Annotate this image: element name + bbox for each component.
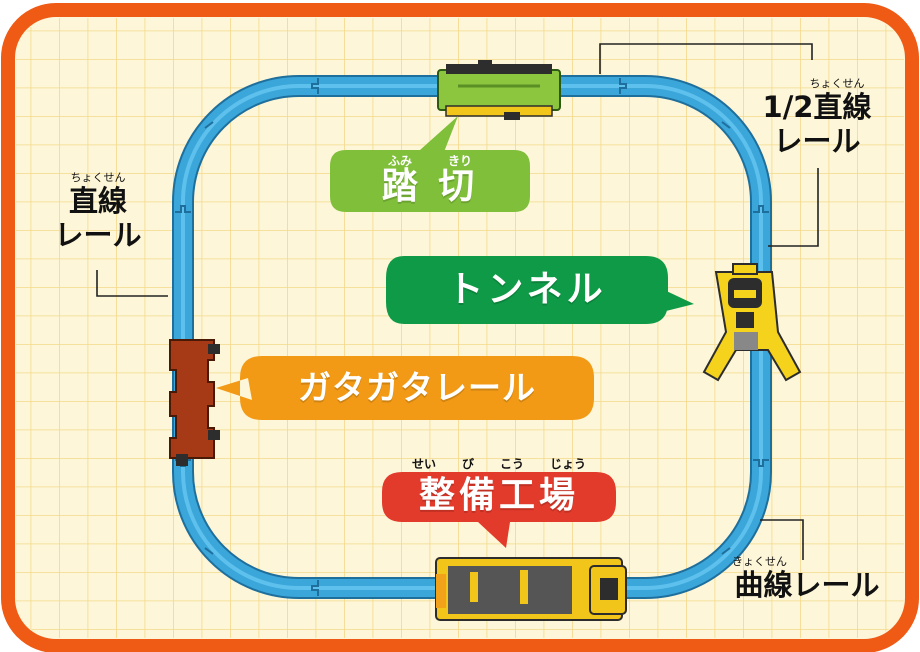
leader-straight: [96, 270, 168, 297]
workshop-ruby-4: じょう: [549, 457, 586, 471]
crossing-bubble-label: ふみ きり 踏 切: [330, 150, 530, 212]
gatagata-text: ガタガタレール: [298, 368, 536, 407]
crossing-bubble: [330, 116, 530, 212]
workshop-ruby-3: こう: [499, 457, 524, 471]
workshop-ruby-2: び: [461, 457, 474, 471]
workshop-text: 整備工場: [418, 475, 579, 516]
workshop-bubble: [382, 472, 616, 548]
leader-half-straight-2: [768, 168, 819, 247]
crossing-ruby-1: ふみ: [387, 154, 412, 168]
repair-workshop-icon: [435, 557, 627, 621]
leader-half-straight: [599, 43, 813, 74]
bumpy-rail-icon: [169, 339, 220, 466]
workshop-bubble-label: せい び こう じょう 整備工場: [382, 452, 616, 522]
workshop-ruby-1: せい: [411, 457, 436, 471]
curve-rail-label: きょくせん 曲線レール: [722, 555, 892, 603]
half-straight-line2: レール: [773, 124, 861, 158]
crossing-ruby-2: きり: [447, 154, 472, 168]
curve-rail-text: 曲線レール: [734, 568, 880, 602]
gatagata-bubble-label: ガタガタレール: [240, 356, 594, 420]
crossing-text: 踏 切: [381, 166, 479, 207]
straight-rail-line1: 直線: [68, 184, 127, 218]
half-straight-line1: 1/2直線: [762, 90, 872, 124]
tunnel-robot-icon: [702, 263, 802, 382]
grid-pattern: [16, 18, 904, 638]
straight-rail-ruby: ちょくせん: [70, 171, 126, 184]
railroad-crossing-icon: [437, 60, 561, 120]
leader-curve: [760, 519, 804, 560]
gatagata-bubble: [216, 356, 594, 420]
straight-rail-label: ちょくせん 直線 レール: [52, 171, 144, 253]
tunnel-bubble-label: トンネル: [386, 256, 668, 324]
half-straight-rail-label: ちょくせん 1/2直線 レール: [752, 77, 882, 159]
tunnel-text: トンネル: [447, 269, 607, 310]
curve-rail-ruby: きょくせん: [732, 555, 787, 568]
tunnel-bubble: [386, 256, 694, 324]
half-straight-ruby: ちょくせん: [809, 77, 865, 90]
straight-rail-line2: レール: [54, 218, 142, 252]
